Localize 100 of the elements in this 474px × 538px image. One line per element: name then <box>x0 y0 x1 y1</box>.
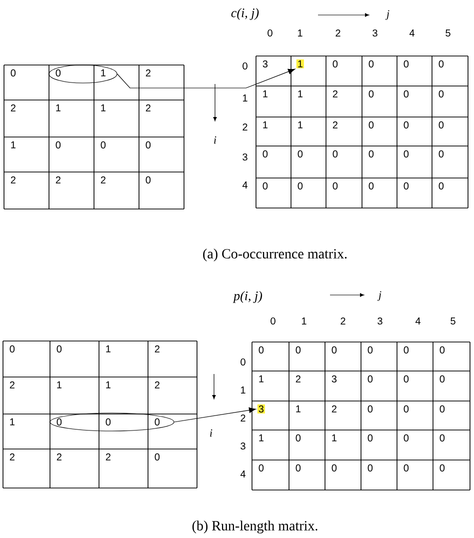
cell-value: 2 <box>154 381 160 388</box>
row-index: 0 <box>242 62 248 70</box>
axis-label: i <box>214 136 216 144</box>
cell-value: 2 <box>332 90 338 98</box>
cell-value: 0 <box>368 182 374 190</box>
cell-value: 2 <box>10 104 16 112</box>
cell-value: 0 <box>298 182 303 190</box>
caption: (b) Run-length matrix. <box>192 520 318 534</box>
column-index: 5 <box>450 318 456 324</box>
highlighted-cell-value: 1 <box>296 59 304 68</box>
column-index: 2 <box>340 318 346 324</box>
cell-value: 0 <box>296 434 301 442</box>
cell-value: 1 <box>259 434 264 442</box>
cell-value: 1 <box>332 434 336 442</box>
cell-value: 0 <box>404 464 409 472</box>
cell-value: 0 <box>296 346 301 354</box>
cell-value: 0 <box>368 464 373 472</box>
row-index: 3 <box>240 442 246 450</box>
cell-value: 1 <box>106 381 110 388</box>
cell-value: 3 <box>332 375 337 382</box>
cell-value: 2 <box>10 453 14 460</box>
cell-value: 2 <box>146 69 150 76</box>
caption: (a) Co-occurrence matrix. <box>203 248 347 262</box>
row-index: 4 <box>242 182 248 188</box>
row-index: 2 <box>240 414 246 422</box>
cell-value: 2 <box>154 345 160 352</box>
cell-value: 0 <box>404 150 409 158</box>
cell-value: 0 <box>10 69 16 76</box>
cell-value: 0 <box>332 150 338 158</box>
cell-value: 0 <box>56 345 62 352</box>
cell-value: 0 <box>56 141 61 148</box>
cell-value: 0 <box>332 60 338 68</box>
cell-value: 0 <box>332 346 337 354</box>
cell-value: 1 <box>10 418 14 426</box>
column-index: 1 <box>298 30 302 36</box>
cell-value: 2 <box>332 405 336 412</box>
cell-value: 1 <box>263 90 268 98</box>
cell-value: 0 <box>332 182 338 190</box>
arrow <box>117 68 296 88</box>
cell-value: 0 <box>154 453 160 460</box>
cell-value: 0 <box>404 405 409 412</box>
cell-value: 0 <box>262 150 268 158</box>
cell-value: 2 <box>10 176 16 184</box>
cell-value: 0 <box>368 346 373 354</box>
cell-value: 1 <box>11 141 16 148</box>
cell-value: 0 <box>298 150 303 158</box>
cell-value: 2 <box>296 375 300 382</box>
cell-value: 1 <box>259 375 264 382</box>
cell-value: 0 <box>258 346 264 354</box>
cell-value: 2 <box>332 121 338 128</box>
cell-value: 1 <box>296 405 300 412</box>
column-index: 0 <box>270 317 276 325</box>
cell-value: 0 <box>368 150 374 158</box>
highlighted-cell-value: 3 <box>257 404 265 414</box>
cell-value: 2 <box>56 176 60 184</box>
cell-value: 1 <box>298 121 302 128</box>
selection-ellipse <box>50 412 174 432</box>
cell-value: 2 <box>56 453 62 460</box>
cell-value: 0 <box>10 345 15 352</box>
cell-value: 0 <box>258 464 264 472</box>
cell-value: 0 <box>368 375 373 382</box>
row-index: 1 <box>243 94 248 102</box>
cell-value: 0 <box>332 464 337 472</box>
cell-value: 2 <box>106 453 110 460</box>
cell-value: 0 <box>404 90 409 98</box>
cell-value: 0 <box>440 464 445 472</box>
cell-value: 0 <box>100 141 106 148</box>
cell-value: 0 <box>404 375 409 382</box>
cell-value: 0 <box>296 464 301 472</box>
cell-value: 0 <box>368 434 373 442</box>
axis-label: i <box>210 429 212 437</box>
axis-label: j <box>377 291 382 301</box>
cell-value: 0 <box>368 90 374 98</box>
cell-value: 1 <box>57 381 62 388</box>
cell-value: 0 <box>404 434 409 442</box>
cell-value: 0 <box>56 69 61 76</box>
cell-value: 0 <box>404 182 409 190</box>
cell-value: 0 <box>106 418 111 426</box>
cell-value: 0 <box>440 346 445 354</box>
column-index: 1 <box>302 318 306 324</box>
arrow <box>174 407 256 422</box>
column-index: 4 <box>409 30 414 36</box>
cell-value: 1 <box>106 345 110 352</box>
cell-value: 0 <box>368 405 373 412</box>
column-index: 3 <box>378 317 382 325</box>
cell-value: 0 <box>438 182 444 190</box>
function-label: p(i, j) <box>232 291 262 303</box>
cell-value: 0 <box>368 121 374 128</box>
cell-value: 1 <box>263 121 268 128</box>
cell-value: 0 <box>440 375 445 382</box>
cell-value: 0 <box>146 176 151 184</box>
cell-value: 1 <box>101 104 106 112</box>
cell-value: 0 <box>440 405 445 412</box>
cell-value: 0 <box>262 182 268 190</box>
cell-value: 0 <box>438 150 444 158</box>
column-index: 0 <box>268 29 272 37</box>
cell-value: 0 <box>56 418 62 426</box>
cell-value: 0 <box>404 346 409 354</box>
column-index: 2 <box>336 30 340 36</box>
cell-value: 1 <box>101 69 106 76</box>
